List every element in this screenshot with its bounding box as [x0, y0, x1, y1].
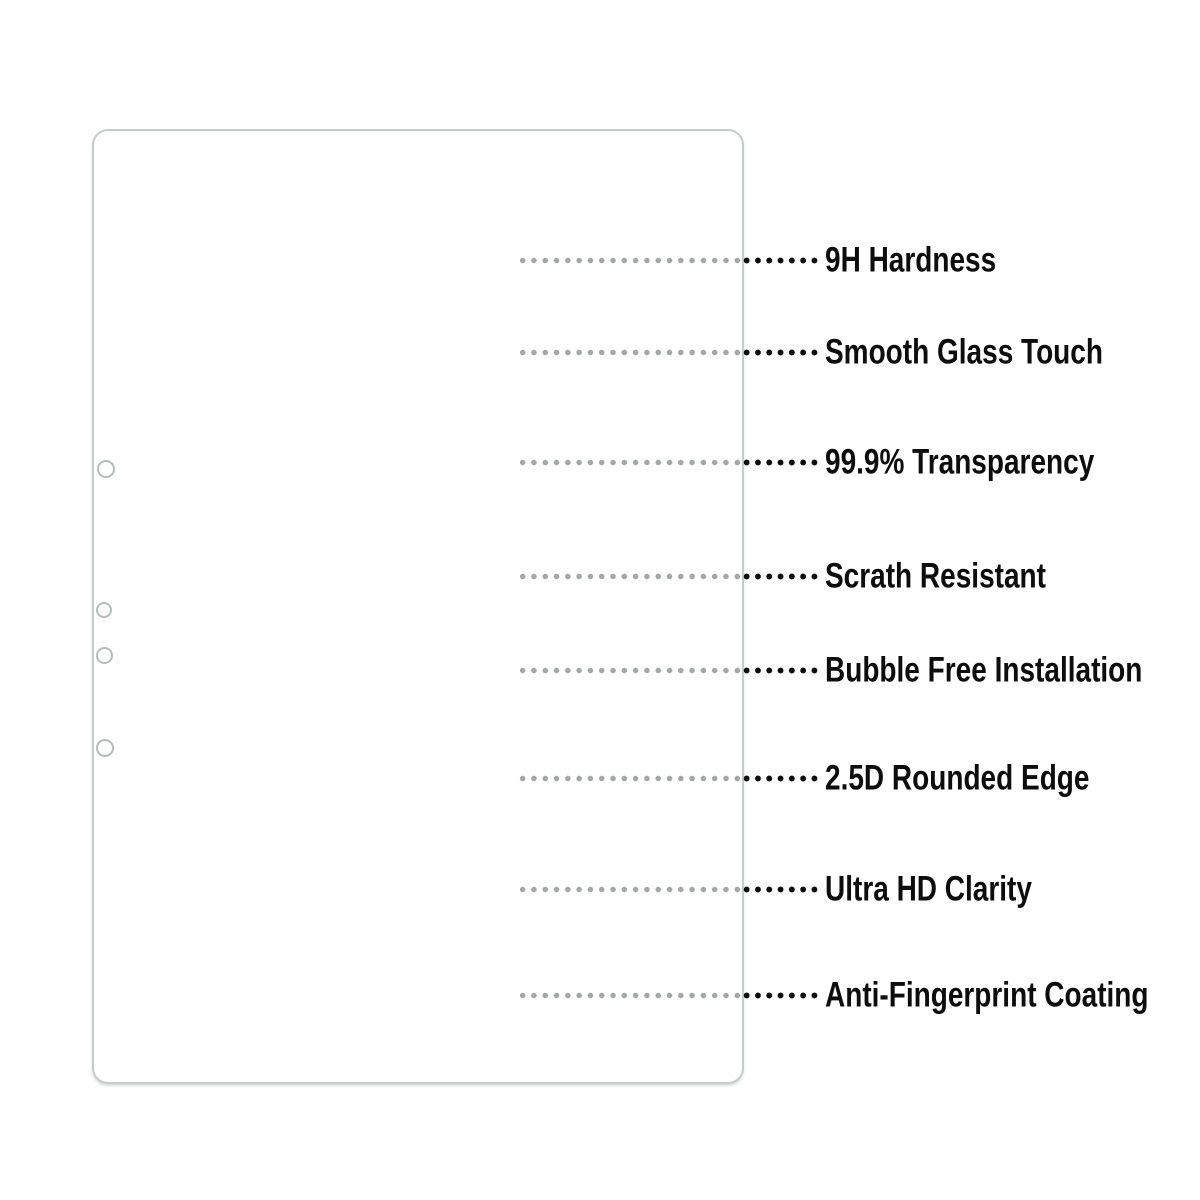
leader-dots-black	[741, 458, 821, 466]
feature-row: Ultra HD Clarity	[517, 872, 1084, 907]
feature-label: 9H Hardness	[825, 240, 997, 280]
feature-row: Anti-Fingerprint Coating	[517, 978, 1200, 1013]
leader-dots-gray	[517, 256, 741, 264]
leader-dots-black	[741, 885, 821, 893]
feature-row: Scrath Resistant	[517, 559, 1101, 594]
feature-label: Smooth Glass Touch	[825, 332, 1103, 372]
leader-dots-gray	[517, 572, 741, 580]
cutout-hole-icon	[97, 460, 115, 478]
screen-protector-outline	[92, 129, 744, 1084]
leader-dots-gray	[517, 885, 741, 893]
cutout-hole-icon	[96, 647, 113, 664]
feature-row: 99.9% Transparency	[517, 445, 1162, 480]
feature-label: Anti-Fingerprint Coating	[825, 975, 1149, 1015]
feature-label: Bubble Free Installation	[825, 650, 1143, 690]
leader-dots-gray	[517, 348, 741, 356]
feature-label: Scrath Resistant	[825, 556, 1046, 596]
feature-row: Smooth Glass Touch	[517, 335, 1172, 370]
leader-dots-black	[741, 666, 821, 674]
feature-label: 2.5D Rounded Edge	[825, 758, 1090, 798]
leader-dots-gray	[517, 666, 741, 674]
feature-label: Ultra HD Clarity	[825, 869, 1032, 909]
leader-dots-black	[741, 572, 821, 580]
cutout-hole-icon	[96, 602, 112, 618]
feature-row: 9H Hardness	[517, 243, 1039, 278]
cutout-hole-icon	[96, 739, 114, 757]
feature-row: Bubble Free Installation	[517, 653, 1200, 688]
leader-dots-black	[741, 774, 821, 782]
leader-dots-black	[741, 991, 821, 999]
leader-dots-gray	[517, 991, 741, 999]
feature-label: 99.9% Transparency	[825, 442, 1095, 482]
feature-row: 2.5D Rounded Edge	[517, 761, 1156, 796]
leader-dots-gray	[517, 774, 741, 782]
leader-dots-black	[741, 256, 821, 264]
leader-dots-black	[741, 348, 821, 356]
leader-dots-gray	[517, 458, 741, 466]
